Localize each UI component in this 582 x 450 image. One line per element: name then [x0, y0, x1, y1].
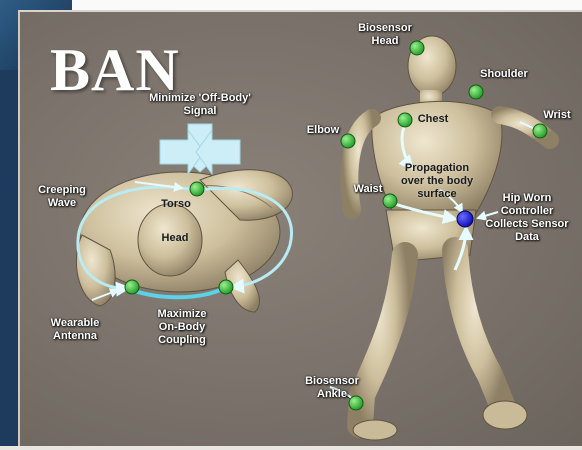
wearable-antenna-label: Wearable Antenna	[40, 317, 110, 343]
head-top-label: Head	[155, 232, 195, 245]
wearable-antenna-node	[125, 280, 139, 294]
propagation-label: Propagation over the body surface	[391, 162, 483, 201]
hip-label-line4: Data	[478, 231, 576, 244]
propagation-line3: surface	[391, 188, 483, 201]
minimize-offbody-label: Minimize 'Off-Body' Signal	[135, 92, 265, 118]
maximize-label-line2: On-Body	[142, 321, 222, 334]
hip-controller-label: Hip Worn Controller Collects Sensor Data	[478, 192, 576, 244]
biosensor-ankle-line2: Ankle	[300, 388, 364, 401]
chest-label: Chest	[413, 113, 453, 126]
biosensor-head-label: Biosensor Head	[355, 22, 415, 48]
creeping-label-line2: Wave	[30, 197, 94, 210]
elbow-label: Elbow	[303, 124, 343, 137]
maximize-label-line1: Maximize	[142, 308, 222, 321]
wrist-label: Wrist	[537, 109, 577, 122]
maximize-label-line3: Coupling	[142, 334, 222, 347]
shoulder-sensor-node	[469, 85, 483, 99]
minimize-label-line1: Minimize 'Off-Body'	[135, 92, 265, 105]
torso-label: Torso	[156, 198, 196, 211]
hip-label-line1: Hip Worn	[478, 192, 576, 205]
biosensor-head-line1: Biosensor	[355, 22, 415, 35]
maximize-coupling-label: Maximize On-Body Coupling	[142, 308, 222, 347]
wearable-label-line1: Wearable	[40, 317, 110, 330]
hip-label-line2: Controller	[478, 205, 576, 218]
coupling-node	[219, 280, 233, 294]
off-body-arrows-icon	[160, 124, 240, 174]
waist-label: Waist	[348, 183, 388, 196]
elbow-sensor-node	[341, 134, 355, 148]
biosensor-ankle-line1: Biosensor	[300, 375, 364, 388]
creeping-wave-label: Creeping Wave	[30, 184, 94, 210]
torso-sensor-node	[190, 182, 204, 196]
minimize-label-line2: Signal	[135, 105, 265, 118]
biosensor-ankle-label: Biosensor Ankle	[300, 375, 364, 401]
hip-controller-node	[457, 211, 473, 227]
biosensor-head-line2: Head	[355, 35, 415, 48]
wrist-sensor-node	[533, 124, 547, 138]
creeping-label-line1: Creeping	[30, 184, 94, 197]
hip-label-line3: Collects Sensor	[478, 218, 576, 231]
wearable-label-line2: Antenna	[40, 330, 110, 343]
propagation-line1: Propagation	[391, 162, 483, 175]
propagation-line2: over the body	[391, 175, 483, 188]
shoulder-label: Shoulder	[472, 68, 536, 81]
chest-sensor-node	[398, 113, 412, 127]
